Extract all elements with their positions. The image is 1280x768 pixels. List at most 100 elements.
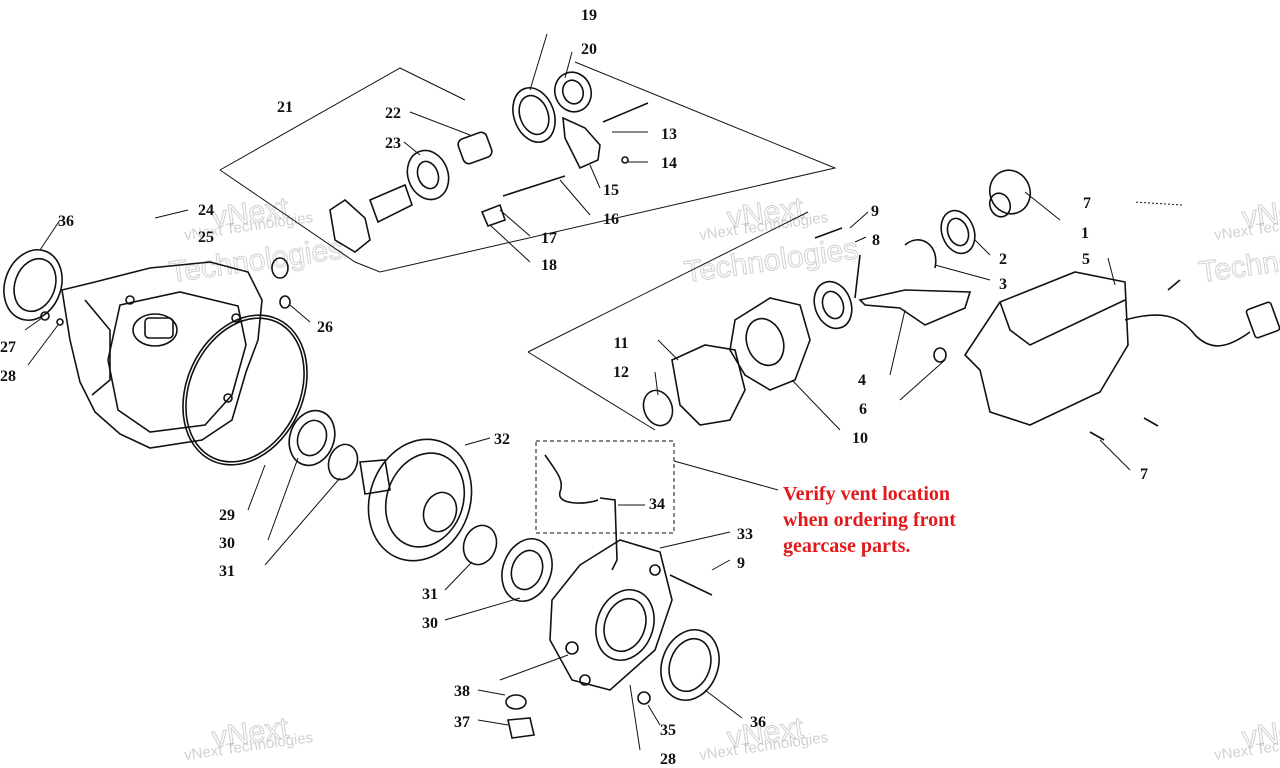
part-label-15: 15 bbox=[603, 182, 619, 199]
part-label-11: 11 bbox=[613, 335, 628, 352]
part-label-5: 5 bbox=[1082, 251, 1090, 268]
o-ring-38 bbox=[505, 694, 527, 710]
assembly-bracket-21-top bbox=[219, 67, 466, 171]
bolt-9-upper bbox=[814, 227, 843, 239]
part-label-17: 17 bbox=[541, 230, 557, 247]
vent-hose bbox=[544, 454, 599, 504]
watermark-text: vNext bbox=[1240, 191, 1280, 234]
part-label-37: 37 bbox=[454, 714, 470, 731]
washer-26 bbox=[279, 295, 291, 309]
note-line-1: Verify vent location bbox=[783, 483, 951, 505]
part-label-31-right: 31 bbox=[422, 586, 438, 603]
watermark-group: vNext Technologies vNext Technologies vN… bbox=[167, 191, 1280, 764]
part-label-7-lower: 7 bbox=[1140, 466, 1148, 483]
part-label-23: 23 bbox=[385, 135, 401, 152]
part-label-19: 19 bbox=[581, 7, 597, 24]
ring-31-left bbox=[327, 443, 359, 481]
shift-fork-assembly bbox=[480, 102, 649, 228]
seal-36-left bbox=[3, 249, 63, 321]
assembly-bracket-10-bottom bbox=[527, 351, 656, 431]
part-label-36-left: 36 bbox=[58, 213, 74, 230]
bearing-25 bbox=[271, 257, 289, 279]
part-label-7-upper: 7 bbox=[1083, 195, 1091, 212]
part-label-4: 4 bbox=[858, 372, 866, 389]
watermark: vNext Technologies vNext bbox=[183, 711, 314, 764]
part-label-35: 35 bbox=[660, 722, 676, 739]
vent-fitting bbox=[599, 497, 618, 571]
part-label-24: 24 bbox=[198, 202, 214, 219]
part-label-31-left: 31 bbox=[219, 563, 235, 580]
part-label-34: 34 bbox=[649, 496, 665, 513]
watermark-text: vNext bbox=[1240, 711, 1280, 754]
part-label-20: 20 bbox=[581, 41, 597, 58]
part-label-3: 3 bbox=[999, 276, 1007, 293]
bracket-4 bbox=[858, 289, 972, 326]
part-labels: 1 2 3 4 5 6 7 7 8 9 9 10 11 12 13 14 15 … bbox=[0, 7, 1148, 768]
vent-location-note: Verify vent location when ordering front… bbox=[783, 481, 1043, 559]
part-label-9-lower: 9 bbox=[737, 555, 745, 572]
gearcase-housing bbox=[61, 261, 263, 449]
part-label-27: 27 bbox=[0, 339, 16, 356]
part-label-28-bottom: 28 bbox=[660, 751, 676, 768]
bolt-35 bbox=[637, 691, 651, 705]
vent-detail-box bbox=[535, 440, 675, 534]
seal-36-right bbox=[660, 629, 720, 701]
o-ring-29-inner bbox=[185, 317, 305, 463]
part-label-10: 10 bbox=[852, 430, 868, 447]
shift-motor-assembly bbox=[904, 169, 1280, 441]
o-ring-6 bbox=[933, 347, 947, 363]
watermark: vNext Technologies vNext Technologies bbox=[682, 191, 861, 290]
part-label-30-right: 30 bbox=[422, 615, 438, 632]
assembly-bracket-21 bbox=[219, 61, 837, 273]
watermark: vNext Technologies vNext Technologies bbox=[1197, 191, 1280, 290]
bracket-arm bbox=[854, 254, 861, 299]
part-label-13: 13 bbox=[661, 126, 677, 143]
vent-note-leader bbox=[673, 460, 779, 491]
part-label-6: 6 bbox=[859, 401, 867, 418]
bolt-9-lower bbox=[669, 574, 713, 596]
snap-ring-12 bbox=[642, 389, 674, 427]
note-line-3: gearcase parts. bbox=[783, 535, 911, 557]
part-label-12: 12 bbox=[613, 364, 629, 381]
part-label-9-upper: 9 bbox=[871, 203, 879, 220]
part-label-14: 14 bbox=[661, 155, 677, 172]
part-label-30-left: 30 bbox=[219, 535, 235, 552]
bolt-27 bbox=[40, 311, 50, 321]
part-label-21: 21 bbox=[277, 99, 293, 116]
watermark: vNext Technologies vNext bbox=[1213, 711, 1280, 764]
bearing-30-right bbox=[501, 538, 553, 602]
part-label-29: 29 bbox=[219, 507, 235, 524]
actuator-housing-10 bbox=[729, 297, 811, 391]
note-line-2: when ordering front bbox=[783, 509, 956, 531]
part-label-22: 22 bbox=[385, 105, 401, 122]
o-ring-29 bbox=[182, 314, 308, 466]
part-label-18: 18 bbox=[541, 257, 557, 274]
seal-36-left-inner bbox=[13, 257, 57, 313]
part-label-38: 38 bbox=[454, 683, 470, 700]
watermark-text: Technologies bbox=[1197, 232, 1280, 289]
pinion-gear bbox=[329, 71, 593, 253]
washer-28 bbox=[56, 318, 64, 326]
assembly-bracket-10-top bbox=[527, 211, 809, 353]
gearcase-cover bbox=[549, 539, 673, 691]
ring-gear bbox=[359, 438, 473, 562]
part-label-25: 25 bbox=[198, 229, 214, 246]
ring-31-right bbox=[462, 524, 498, 566]
part-label-8: 8 bbox=[872, 232, 880, 249]
bearing-30-left bbox=[288, 409, 336, 467]
bearing bbox=[813, 280, 853, 330]
part-label-33: 33 bbox=[737, 526, 753, 543]
watermark: vNext Technologies vNext Technologies bbox=[167, 191, 346, 290]
part-label-1: 1 bbox=[1081, 225, 1089, 242]
part-label-36-right: 36 bbox=[750, 714, 766, 731]
part-label-28-left: 28 bbox=[0, 368, 16, 385]
part-label-16: 16 bbox=[603, 211, 619, 228]
part-label-32: 32 bbox=[494, 431, 510, 448]
gasket-11 bbox=[671, 344, 746, 426]
drain-plug-37 bbox=[507, 717, 535, 739]
leader-lines bbox=[24, 33, 1183, 751]
part-label-2: 2 bbox=[999, 251, 1007, 268]
part-label-26: 26 bbox=[317, 319, 333, 336]
